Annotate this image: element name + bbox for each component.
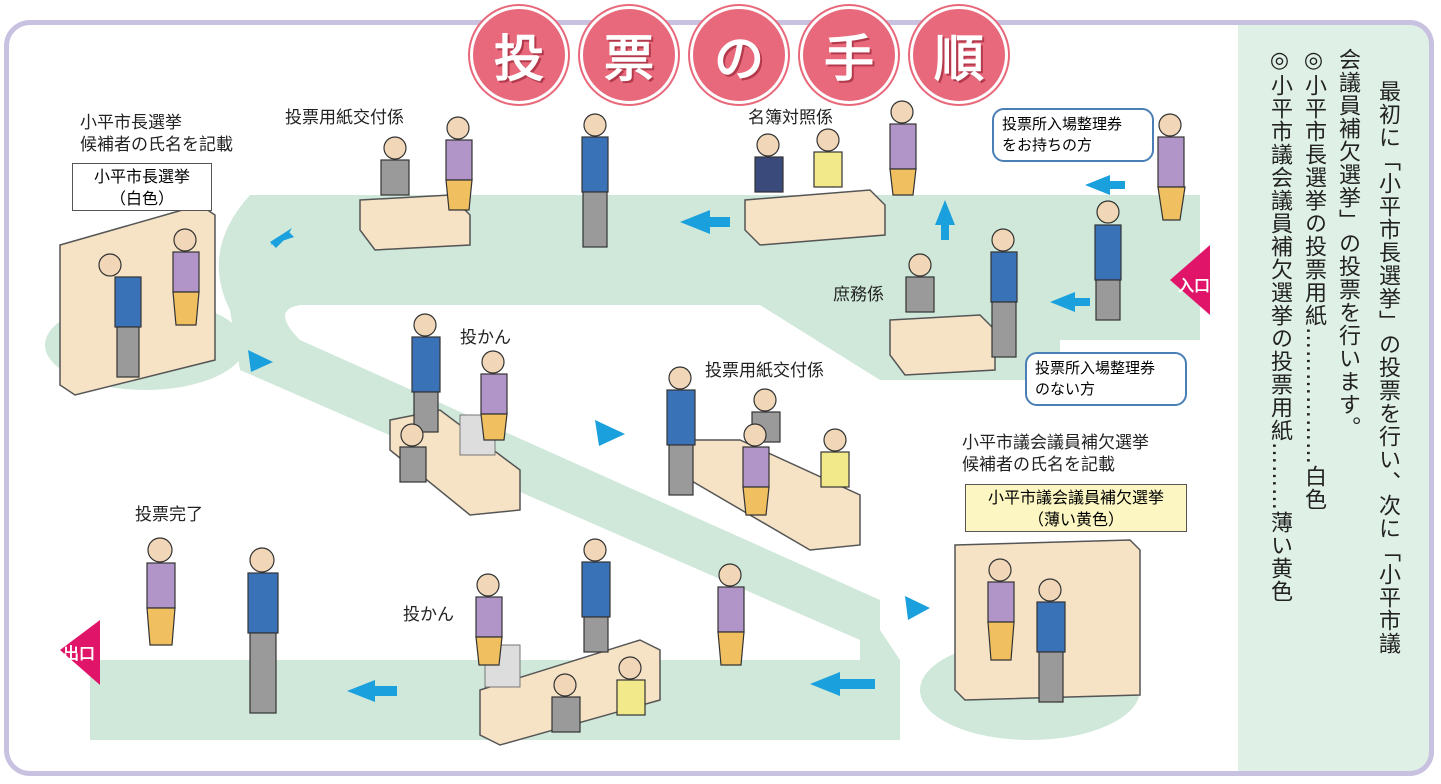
- title-char: 手: [800, 6, 898, 104]
- label-ballot-box-low: 投かん: [403, 605, 454, 625]
- label-general-affairs: 庶務係: [833, 285, 884, 305]
- label-mayor-box: 小平市長選挙 （白色）: [72, 163, 212, 211]
- side-text-line1: 最初に「小平市長選挙」の投票を行い、次に「小平市議: [1375, 80, 1400, 655]
- diagram-frame: [4, 20, 1434, 776]
- label-without-ticket: 投票所入場整理券 のない方: [1025, 352, 1187, 406]
- side-panel: [1238, 20, 1434, 776]
- desk-registry: [744, 189, 886, 246]
- label-paper-desk-top: 投票用紙交付係: [285, 108, 404, 128]
- entrance-label: 入口: [1178, 276, 1211, 295]
- label-ballot-box-mid: 投かん: [460, 328, 511, 348]
- side-text-line2: 会議員補欠選挙」の投票を行います。: [1335, 48, 1360, 439]
- title-char: の: [690, 6, 788, 104]
- label-registry: 名簿対照係: [748, 108, 833, 128]
- label-mayor-candidate: 小平市長選挙 候補者の氏名を記載: [80, 113, 233, 155]
- label-council-box: 小平市議会議員補欠選挙 （薄い黄色）: [965, 484, 1187, 532]
- label-with-ticket: 投票所入場整理券 をお持ちの方: [992, 108, 1154, 162]
- label-voting-done: 投票完了: [135, 505, 203, 525]
- exit-arrow: [60, 620, 100, 685]
- side-text-line4: ◎小平市議会議員補欠選挙の投票用紙………薄い黄色: [1267, 48, 1292, 603]
- entrance-arrow: [1170, 245, 1210, 315]
- title: 投 票 の 手 順: [470, 6, 1008, 104]
- desk-general: [889, 314, 996, 376]
- label-paper-desk-mid: 投票用紙交付係: [705, 361, 824, 381]
- title-char: 票: [580, 6, 678, 104]
- title-char: 順: [910, 6, 1008, 104]
- title-char: 投: [470, 6, 568, 104]
- side-text-line3: ◎小平市長選挙の投票用紙………………白色: [1301, 48, 1326, 511]
- label-council-candidate: 小平市議会議員補欠選挙 候補者の氏名を記載: [962, 433, 1149, 475]
- person: [1157, 113, 1186, 221]
- exit-label: 出口: [63, 644, 96, 663]
